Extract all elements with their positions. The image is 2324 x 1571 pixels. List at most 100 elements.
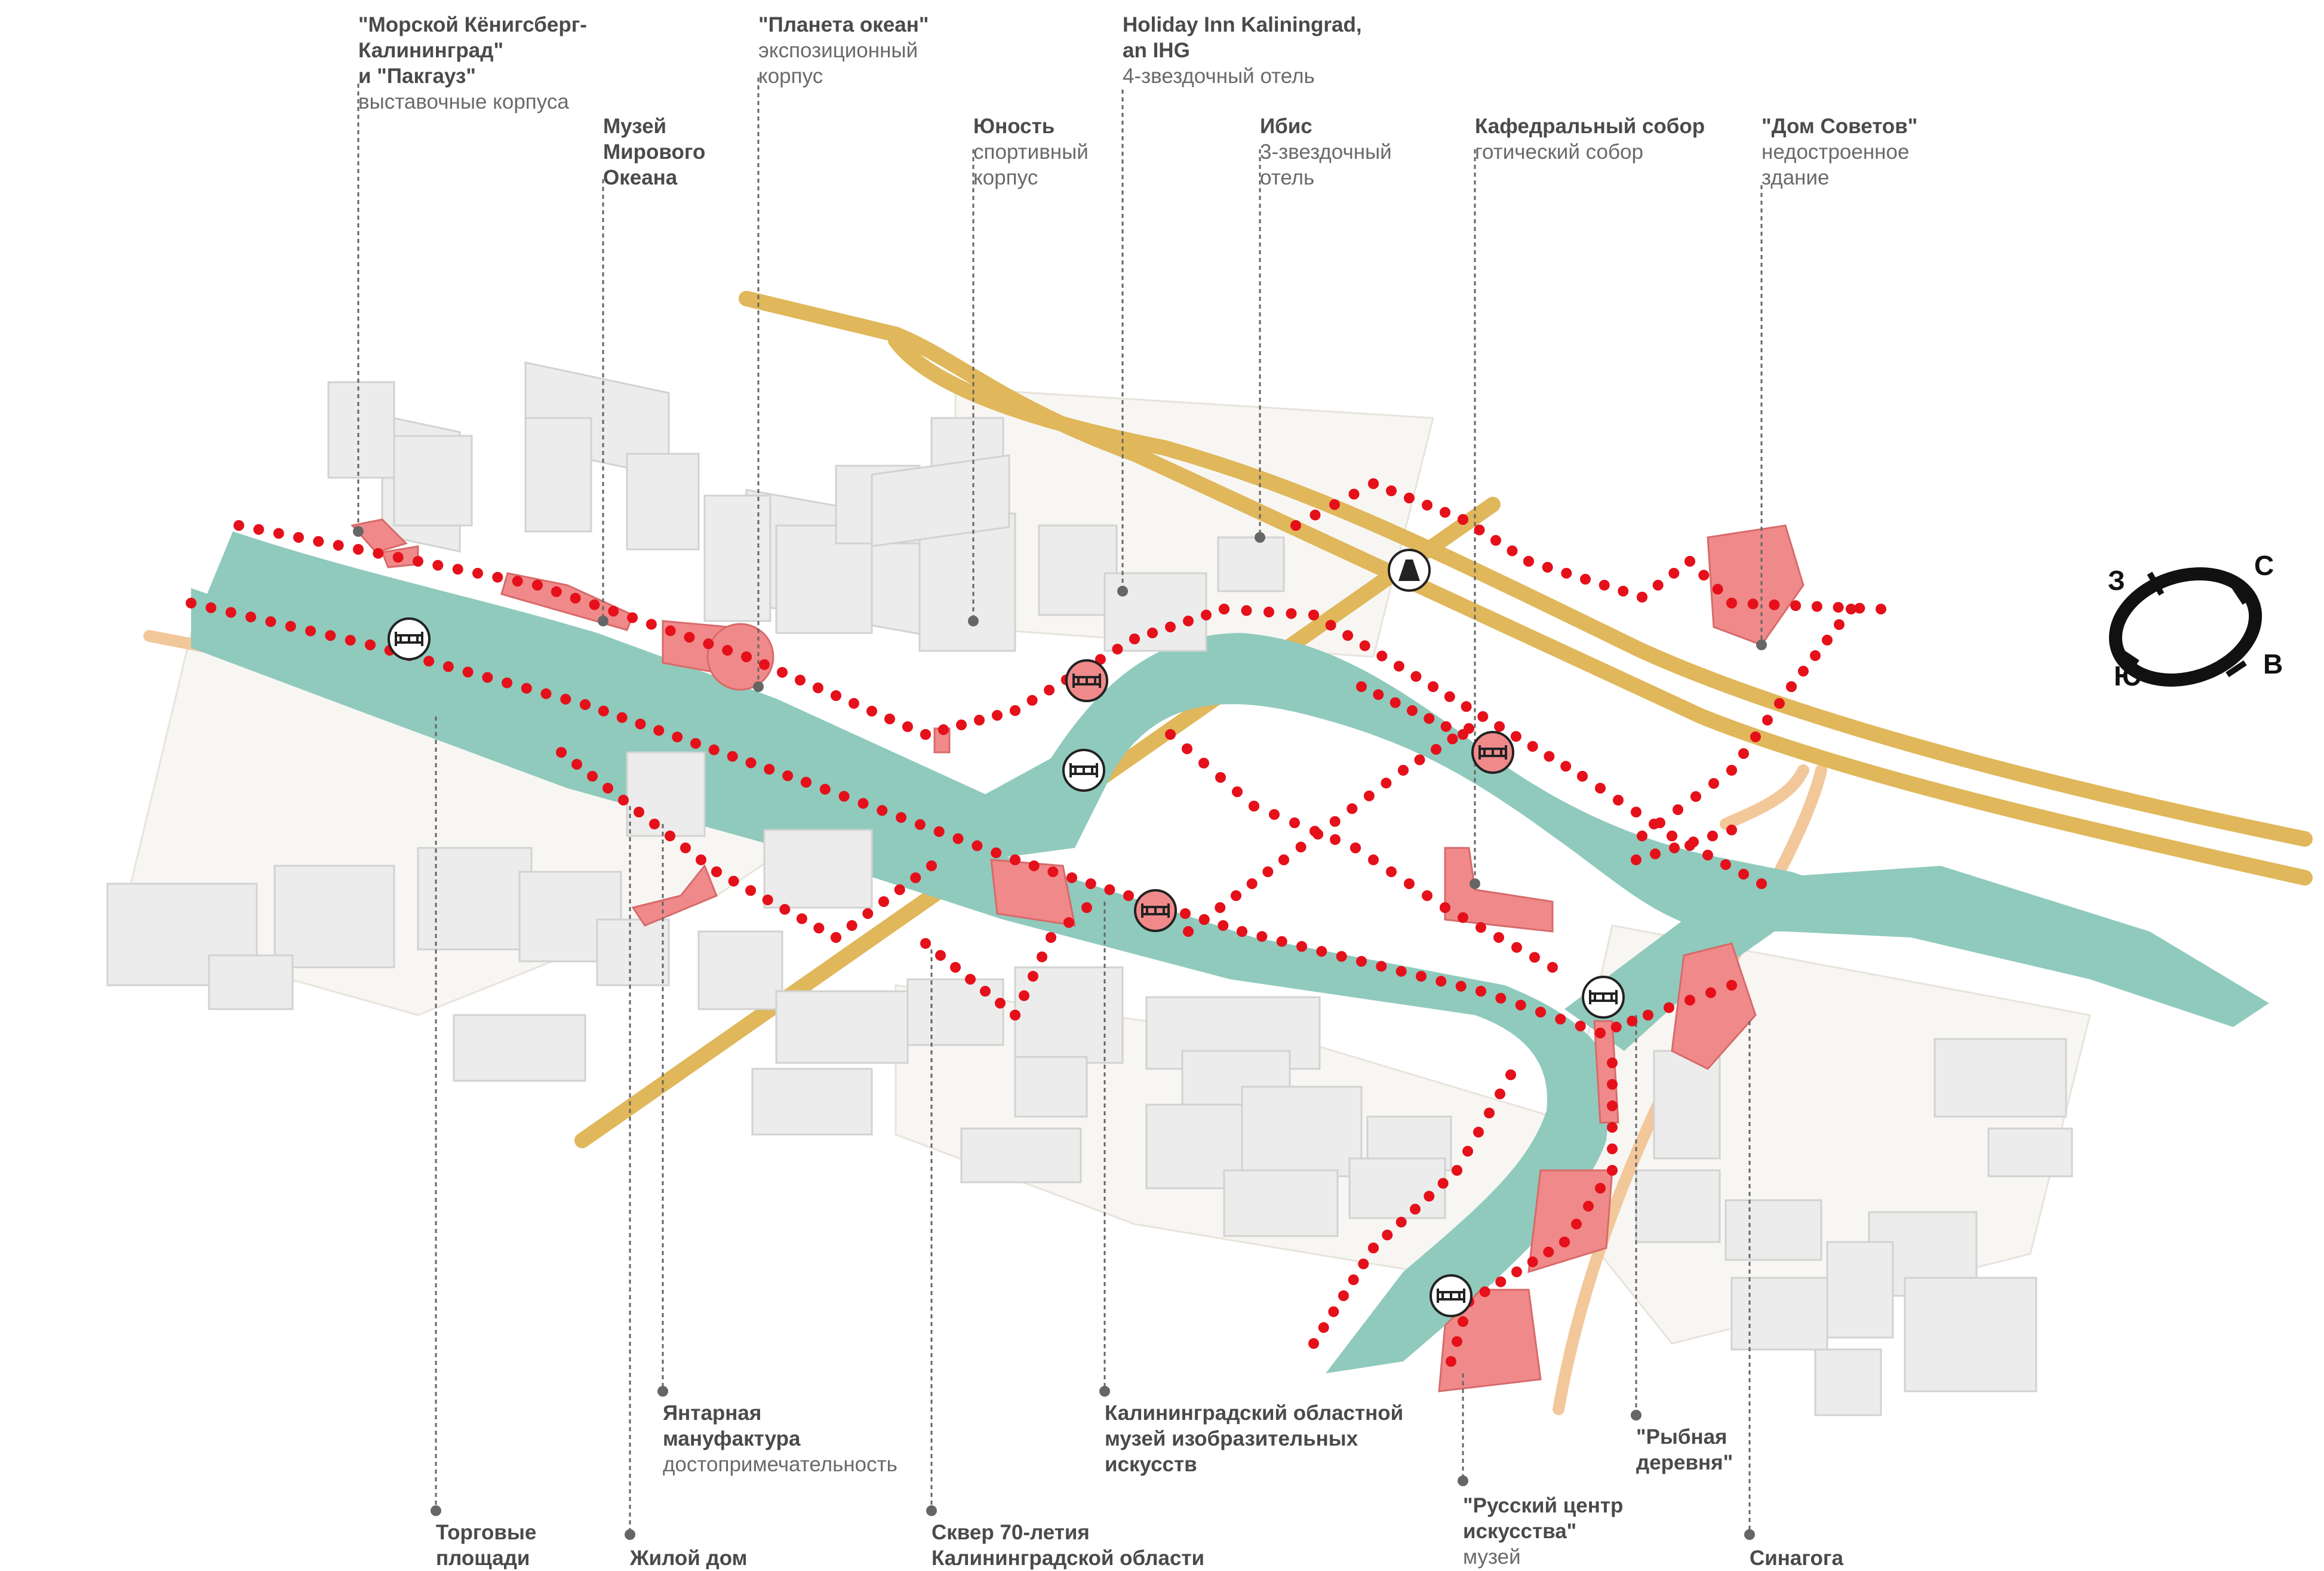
route-dot xyxy=(866,706,877,717)
route-dot xyxy=(432,559,444,571)
route-dot xyxy=(1452,1165,1462,1176)
leader-anchor-dot xyxy=(431,1505,441,1516)
route-dot xyxy=(1505,1069,1516,1080)
route-dot xyxy=(1010,1010,1020,1020)
leader-anchor-dot xyxy=(968,616,979,626)
route-dot xyxy=(353,544,364,555)
route-dot xyxy=(1198,758,1209,768)
route-dot xyxy=(980,986,991,997)
route-dot xyxy=(1437,1178,1449,1189)
route-dot xyxy=(365,640,376,650)
route-dot xyxy=(1846,604,1856,614)
route-dot xyxy=(1542,562,1553,573)
route-dot xyxy=(1428,681,1438,692)
route-dot xyxy=(1607,1143,1618,1154)
highlighted-buildings xyxy=(351,518,1805,1392)
compass-south: Ю xyxy=(2114,660,2142,691)
route-dot xyxy=(587,771,598,782)
route-dot xyxy=(273,528,284,539)
route-dot xyxy=(1750,731,1761,742)
route-dot xyxy=(571,759,582,770)
compass-north: С xyxy=(2254,550,2274,581)
bridge-icon xyxy=(1134,889,1177,932)
route-dot xyxy=(589,599,600,610)
label-zhiloy: Жилой дом xyxy=(630,1545,748,1571)
route-dot xyxy=(1607,1100,1618,1111)
route-dot xyxy=(225,607,236,618)
route-dot xyxy=(1667,831,1677,841)
route-dot xyxy=(1328,1306,1339,1317)
route-dot xyxy=(1726,825,1737,835)
route-dot xyxy=(492,571,503,583)
route-dot xyxy=(1010,854,1020,865)
route-dot xyxy=(1762,715,1773,725)
route-dot xyxy=(1637,831,1647,841)
route-dot xyxy=(1650,848,1661,859)
route-dot xyxy=(285,620,296,632)
route-dot xyxy=(849,698,859,709)
route-dot xyxy=(1822,635,1833,645)
label-muzey-okeana-title: Музей Мирового Океана xyxy=(603,115,706,189)
route-dot xyxy=(995,998,1006,1009)
label-yunost: Юность спортивный корпус xyxy=(973,113,1089,190)
route-dot xyxy=(1555,1013,1566,1025)
route-dot xyxy=(1726,980,1737,991)
route-dot xyxy=(1308,610,1319,620)
label-yunost-sub: спортивный корпус xyxy=(973,140,1089,189)
route-dot xyxy=(1104,884,1115,895)
route-dot xyxy=(1461,701,1472,712)
route-dot xyxy=(1507,545,1518,557)
route-dot xyxy=(333,540,344,551)
label-dom-sovetov: "Дом Советов" недостроенное здание xyxy=(1762,113,1917,190)
route-dot xyxy=(1395,1216,1407,1228)
route-dot xyxy=(1390,697,1401,708)
route-dot xyxy=(373,548,384,559)
route-dot xyxy=(1123,890,1134,901)
route-dot xyxy=(532,580,543,591)
route-dot xyxy=(1580,574,1591,585)
route-dot xyxy=(1440,721,1452,732)
route-dot xyxy=(1515,1000,1526,1011)
route-dot xyxy=(521,682,532,694)
route-dot xyxy=(313,536,324,547)
route-dot xyxy=(325,630,336,641)
route-dot xyxy=(1215,772,1226,783)
route-dot xyxy=(1348,488,1360,500)
route-dot xyxy=(1358,1258,1369,1269)
route-dot xyxy=(1356,956,1367,967)
route-dot xyxy=(838,791,850,802)
route-dot xyxy=(1444,691,1455,702)
compass-east: В xyxy=(2263,648,2283,680)
route-dot xyxy=(1269,809,1280,820)
route-dot xyxy=(920,938,931,949)
leader-anchor-dot xyxy=(353,526,364,537)
route-dot xyxy=(1325,620,1336,631)
route-dot xyxy=(1440,507,1450,518)
route-dot xyxy=(992,710,1003,721)
route-dot xyxy=(1046,932,1056,943)
route-dot xyxy=(1643,1010,1653,1020)
route-dot xyxy=(1668,568,1680,579)
route-dot xyxy=(1316,946,1327,957)
route-dot xyxy=(1356,681,1367,692)
route-dot xyxy=(1329,816,1341,827)
route-dot xyxy=(1308,1338,1319,1349)
label-planeta-title: "Планета океан" xyxy=(758,13,929,36)
route-dot xyxy=(570,592,581,604)
route-dot xyxy=(1422,890,1432,901)
leader-anchor-dot xyxy=(753,681,764,692)
route-dot xyxy=(616,712,628,723)
route-dot xyxy=(1561,568,1572,579)
route-dot xyxy=(991,847,1002,859)
bridge-icon xyxy=(1430,1274,1473,1317)
route-dot xyxy=(877,805,888,816)
route-dot xyxy=(634,807,644,817)
route-dot xyxy=(1382,1229,1393,1241)
label-sinagoga-title: Синагога xyxy=(1750,1547,1843,1570)
route-dot xyxy=(556,747,567,758)
route-dot xyxy=(1786,681,1797,692)
route-dot xyxy=(1410,1204,1421,1215)
label-planeta: "Планета океан" экспозиционный корпус xyxy=(758,12,929,89)
route-dot xyxy=(1688,837,1699,847)
route-dot xyxy=(1368,854,1379,865)
